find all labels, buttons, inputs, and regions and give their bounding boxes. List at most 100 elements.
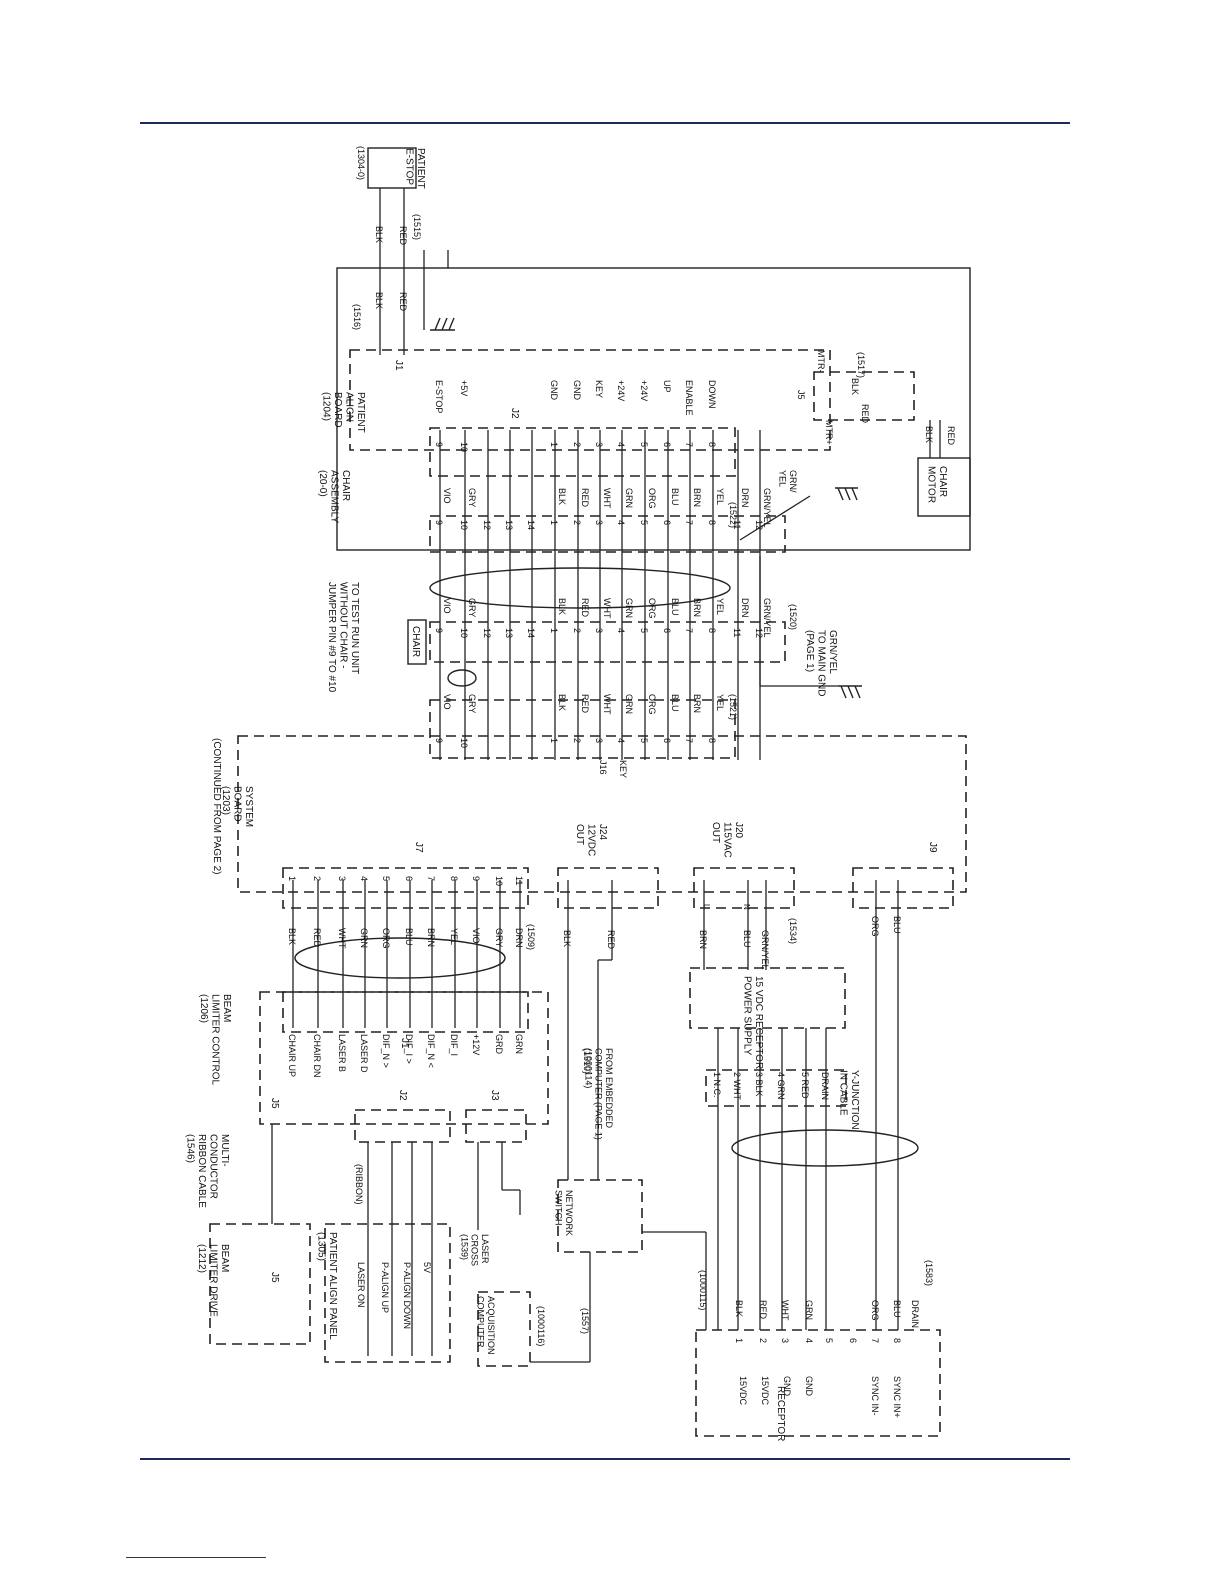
chair-plug-wire-label: YEL [715,598,725,615]
patient-align-board-box [349,349,831,451]
bottom-rule [140,1458,1070,1460]
j7-wire-label: BLK [287,928,297,945]
j7-wire-label: BLU [404,928,414,946]
j9-wire-label: BLU [892,916,902,934]
cable-id-label: (1510) [582,1048,592,1074]
chair-plug-pin-label: 7 [684,628,694,633]
chair-plug-pin-label: 2 [572,628,582,633]
j16-box [429,699,736,759]
j7-pin-label: 1 [287,876,297,881]
blc-signal-label: DIF_N > [381,1034,391,1068]
cable-id-label: (1516) [352,304,362,330]
j20-wire-label: BRN [698,930,708,949]
key-label: KEY [618,760,628,778]
j7-wire-label: ORG [381,928,391,949]
receptor-wire-label: BLU [892,1300,902,1318]
chair-assembly-label: CHAIRASSEMBLY(20-0) [317,470,351,523]
chair-plug-wire-label: ORG [647,598,657,619]
motor-label: RED [946,426,956,446]
chair-plug-pin-label: 9 [434,628,444,633]
j20-wire-label: BLU [742,930,752,948]
j2-pin-label: 1 [549,442,559,447]
j7-wire-label: GRN [359,928,369,948]
j16-pin-label: 7 [684,738,694,743]
acquisition-computer-label: ACQUISITIONCOMPUTER [476,1296,496,1355]
jumper-oval [447,669,477,687]
receptor-box [695,1329,941,1437]
receptor-signal-label: 15VDC [760,1376,770,1406]
j2-signal-label: +24V [639,380,649,401]
j7-wire-label: BRN [426,928,436,947]
receptor-pin-label: 7 [870,1338,880,1343]
j2-signal-label: UP [662,380,672,393]
cable-1583-oval [731,1129,919,1167]
j7-wire-label: VIO [471,928,481,944]
chair-connector-box [429,515,786,553]
estop-box [367,147,417,189]
chair-pin-label: 14 [526,520,536,530]
j7-pin-label: 4 [359,876,369,881]
j2-pin-label: 2 [572,442,582,447]
receptor-pin-label: 5 [824,1338,834,1343]
j16-pin-label: 4 [616,738,626,743]
network-switch-box [557,1179,643,1253]
j3-label: J3 [489,1090,500,1101]
blc-signal-label: LASER D [359,1034,369,1073]
chair-pin-label: 1 [549,520,559,525]
j20-label: J20115VACOUT [710,822,744,858]
cable-id-label: (1000115) [698,1270,708,1310]
motor-connector-box [813,371,915,421]
cable-id-label: (1534) [788,918,798,944]
receptor-pin-label: 6 [848,1338,858,1343]
chair-pin-label: 6 [662,520,672,525]
patient-estop-label: PATIENTE-STOP [404,148,427,189]
j2-pin-label: 6 [662,442,672,447]
ground-symbols [430,317,862,699]
j16-wire-label: GRY [467,694,477,713]
j16-wire-label: RED [580,694,590,714]
network-switch-label: NETWORKSWITCH [554,1190,574,1236]
grn-yel-top-label: GRN/YEL [778,470,798,493]
j2-signal-label: ENABLE [684,380,694,416]
receptor-label: RECEPTOR [775,1386,786,1441]
j16-wire-label: BLK [557,694,567,711]
j2-signal-label: KEY [594,380,604,398]
embedded-computer-label: FROM EMBEDDEDCOMPUTER (PAGE 1)(1000114) [583,1048,614,1140]
receptor-signal-label: SYNC IN- [870,1376,880,1416]
patient-align-board-label: PATIENTALIGNBOARD(1204) [321,392,367,433]
receptor-wire-label: RED [758,1300,768,1320]
receptor-wire-label: DRAIN [910,1300,920,1328]
board-j2-label: J2 [509,408,520,419]
chair-plug-wire-label: GRY [467,598,477,617]
chair-wire-label: BLU [670,488,680,506]
j16-wire-label: VIO [442,694,452,710]
chair-pin-label: 7 [684,520,694,525]
continued-label: (CONTINUED FROM PAGE 2) [211,738,222,874]
j24-wire-label: RED [606,930,616,950]
y-junction-label: Y-JUNCTIONIN CABLE [838,1070,861,1130]
j2-signal-label: DOWN [707,380,717,409]
cable-1520-oval [429,567,731,609]
j7-pin-label: 6 [404,876,414,881]
j2-pin-label: 4 [616,442,626,447]
j24-label: J2412VDCOUT [574,824,608,856]
receptor-signal-label: 15VDC [738,1376,748,1406]
j7-pin-label: 2 [312,876,322,881]
chair-pin-label: 12 [482,520,492,530]
j7-pin-label: 3 [337,876,347,881]
chair-plug-pin-label: 12 [482,628,492,638]
j20-wire-label: GRN/YEL [760,930,770,970]
j16-pin-label: 1 [549,738,559,743]
cable-1509-oval [294,937,506,979]
j16-pin-label: 5 [639,738,649,743]
ps-connector-box [705,1069,847,1107]
cable-id-label: (1520) [788,604,798,630]
blc-signal-label: DIF_N < [426,1034,436,1068]
j7-wire-label: YEL [449,928,459,945]
j16-wire-label: GRN [624,694,634,714]
system-board-label: SYSTEMBOARD(1203) [220,786,254,827]
j20-pin-name: N [742,904,751,910]
cable-id-label: (1515) [412,214,422,240]
blc-signal-label: DIF_I > [404,1034,414,1064]
